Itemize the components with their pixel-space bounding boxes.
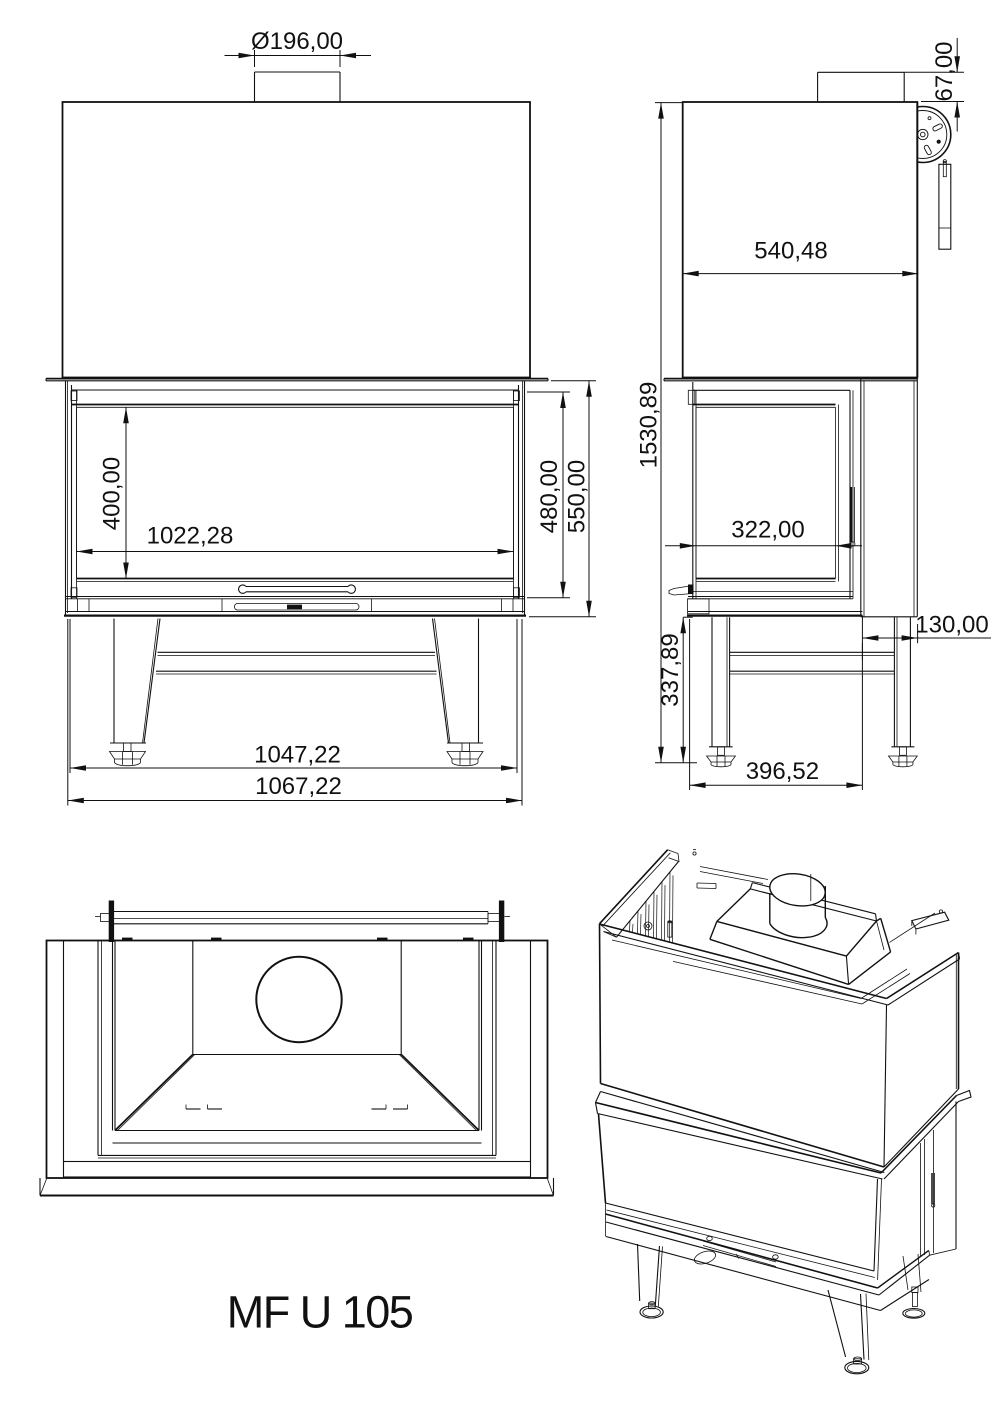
svg-text:67,00: 67,00 — [931, 41, 958, 101]
svg-text:1067,22: 1067,22 — [255, 773, 342, 800]
svg-text:480,00: 480,00 — [536, 460, 563, 533]
svg-text:MF U 105: MF U 105 — [227, 1287, 413, 1338]
svg-text:540,48: 540,48 — [754, 238, 827, 265]
svg-text:1022,28: 1022,28 — [147, 523, 234, 550]
svg-text:396,52: 396,52 — [746, 758, 819, 785]
svg-text:322,00: 322,00 — [731, 517, 804, 544]
svg-text:400,00: 400,00 — [99, 457, 126, 530]
svg-text:550,00: 550,00 — [564, 460, 591, 533]
svg-text:337,89: 337,89 — [657, 633, 684, 706]
svg-text:Ø196,00: Ø196,00 — [251, 28, 343, 55]
svg-text:1047,22: 1047,22 — [254, 742, 341, 769]
svg-text:1530,89: 1530,89 — [636, 382, 663, 469]
svg-text:130,00: 130,00 — [915, 612, 988, 639]
